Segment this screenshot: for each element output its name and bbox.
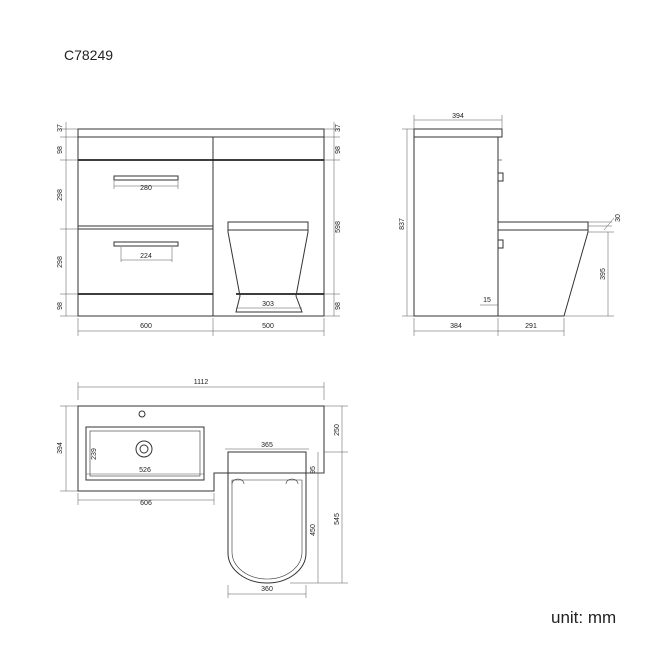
dim-drawer-1: 298 [57, 189, 64, 201]
side-view: 394 837 30 395 15 384 291 [399, 113, 622, 336]
dim-side-gap: 15 [483, 297, 491, 304]
dim-right-top: 37 [335, 124, 342, 132]
dim-basin-width: 526 [139, 467, 151, 474]
front-worktop [77, 128, 325, 138]
front-toilet-pan [227, 221, 309, 313]
dim-right-body: 598 [335, 221, 342, 233]
plan-view: 1112 394 239 526 606 365 250 545 95 450 … [57, 379, 348, 598]
dim-plinth: 98 [57, 302, 64, 310]
side-worktop [413, 128, 503, 138]
side-handle-2 [497, 239, 504, 249]
drawer-handle-2 [113, 241, 179, 247]
side-handle-1 [497, 172, 504, 182]
front-toilet-unit [212, 136, 325, 317]
dim-front-gap: 98 [57, 146, 64, 154]
dim-total-depth: 545 [334, 513, 341, 525]
dim-width-right: 500 [262, 323, 274, 330]
side-cabinet [413, 136, 499, 317]
dim-right-plinth: 98 [335, 302, 342, 310]
plan-drain [135, 440, 153, 458]
drawer-handle-1 [113, 175, 179, 181]
dim-front-top: 37 [57, 124, 64, 132]
dim-cabinet-depth: 384 [450, 323, 462, 330]
dim-handle-2: 224 [140, 253, 152, 260]
dim-pan-length: 450 [310, 524, 317, 536]
front-view: 280 224 303 37 98 298 298 98 37 98 598 9… [57, 122, 342, 336]
dim-pan-projection: 291 [525, 323, 537, 330]
dim-side-height: 837 [399, 218, 406, 230]
dim-basin-depth: 239 [91, 448, 98, 460]
dim-cistern-width: 365 [261, 442, 273, 449]
dim-pan-base: 303 [262, 301, 274, 308]
plan-toilet-pan [227, 472, 307, 584]
dim-pan-height: 395 [600, 268, 607, 280]
dim-width-left: 600 [140, 323, 152, 330]
dim-seat-offset: 95 [310, 466, 317, 474]
dim-plan-depth: 394 [57, 442, 64, 454]
dim-overall-width: 1112 [194, 379, 209, 386]
dim-cistern-depth: 250 [334, 424, 341, 436]
dim-handle-1: 280 [140, 185, 152, 192]
dim-drawer-2: 298 [57, 256, 64, 268]
product-code: C78249 [64, 47, 114, 63]
dim-pan-width: 360 [261, 586, 273, 593]
plan-worktop [77, 405, 325, 492]
dim-side-depth: 394 [452, 113, 464, 120]
dim-right-gap: 98 [335, 146, 342, 154]
dim-basin-unit-width: 606 [140, 500, 152, 507]
side-toilet-pan [498, 221, 589, 317]
plan-basin [85, 426, 205, 481]
plan-tap-hole [138, 410, 146, 418]
dim-rim-offset: 30 [615, 214, 622, 222]
unit-label: unit: mm [551, 608, 617, 627]
